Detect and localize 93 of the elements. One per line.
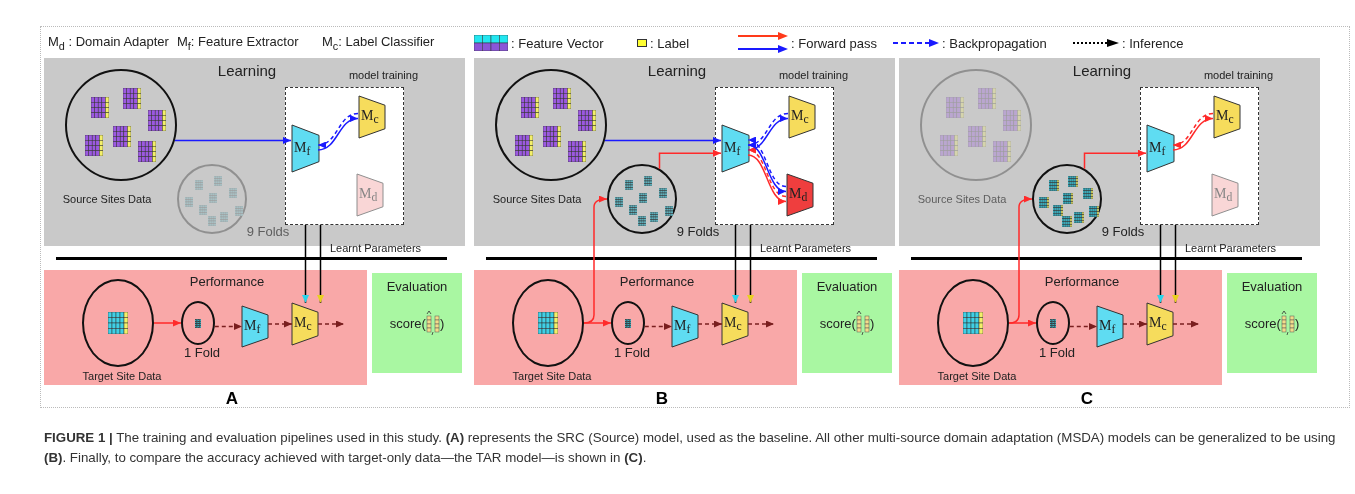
arrow: [747, 224, 754, 304]
panel-letter: B: [654, 389, 670, 409]
legend-text: : Backpropagation: [942, 35, 1047, 51]
legend-text: : Label: [650, 35, 690, 51]
legend-text: : Feature Vector: [511, 35, 604, 51]
arrow: [1172, 224, 1179, 304]
legend-text: M$_{c}$: Label Classifier: [322, 34, 435, 52]
arrow: [747, 154, 787, 204]
parameter-label: Learnt Parameters: [330, 242, 422, 254]
dashed-arrow: [214, 323, 243, 330]
model-symbol: M$_{c}$: [724, 314, 742, 334]
legend-text: : Inference: [1122, 35, 1184, 51]
arrow: [1083, 149, 1147, 170]
section-panel: [474, 270, 797, 385]
section-panel: [899, 58, 1320, 246]
score-text: score(: [389, 315, 426, 331]
model-symbol: M$_{c}$: [361, 107, 379, 127]
circle-caption: Source Sites Data: [916, 193, 1008, 205]
arrow: [1008, 319, 1037, 327]
panel-letter: C: [1079, 389, 1095, 409]
dashed-arrow: [644, 323, 673, 330]
arrow: [1157, 224, 1164, 304]
score-text: ): [439, 315, 445, 331]
legend-text: M$_{d}$ : Domain Adapter: [48, 34, 169, 52]
arrow: [732, 224, 739, 304]
panel-title: Evaluation: [386, 279, 448, 294]
legend-text: : Forward pass: [791, 35, 877, 51]
dashed-arrow: [747, 320, 775, 328]
section-panel: [44, 270, 367, 385]
circle-caption: 9 Folds: [245, 224, 291, 239]
model-symbol: M$_{f}$: [1149, 139, 1166, 158]
arrow: [658, 149, 722, 170]
model-symbol: M$_{c}$: [791, 107, 809, 127]
model-symbol: M$_{d}$: [359, 185, 378, 205]
model-symbol: M$_{f}$: [674, 317, 691, 336]
panel-title: Evaluation: [1241, 279, 1303, 294]
dashed-arrow: [747, 138, 787, 188]
panel-title: Learning: [216, 62, 278, 79]
panel-letter: A: [224, 389, 240, 409]
circle-caption: 1 Fold: [182, 345, 222, 360]
model-symbol: M$_{f}$: [724, 139, 741, 158]
circle-caption: 9 Folds: [1100, 224, 1146, 239]
section-panel: [44, 58, 465, 246]
parameter-label: Learnt Parameters: [1185, 242, 1277, 254]
circle-caption: Target Site Data: [81, 370, 163, 382]
score-text: ): [869, 315, 875, 331]
model-symbol: M$_{c}$: [294, 314, 312, 334]
evaluation-panel: [372, 273, 462, 373]
score-text: score(: [819, 315, 856, 331]
legend-text: M$_{f}$: Feature Extractor: [177, 34, 299, 52]
circle-caption: Source Sites Data: [61, 193, 153, 205]
circle-caption: 9 Folds: [675, 224, 721, 239]
parameter-label: Learnt Parameters: [760, 242, 852, 254]
circle-caption: Target Site Data: [511, 370, 593, 382]
circle-caption: 1 Fold: [1037, 345, 1077, 360]
model-symbol: M$_{c}$: [1216, 107, 1234, 127]
section-panel: [899, 270, 1222, 385]
arrow: [604, 136, 722, 144]
model-symbol: M$_{f}$: [1099, 317, 1116, 336]
box-title: model training: [778, 69, 848, 81]
box-title: model training: [1203, 69, 1273, 81]
score-text: score(: [1244, 315, 1281, 331]
arrow: [302, 224, 309, 304]
evaluation-panel: [802, 273, 892, 373]
dashed-arrow: [267, 320, 293, 328]
dashed-arrow: [697, 320, 723, 328]
dashed-arrow: [1069, 323, 1098, 330]
model-symbol: M$_{c}$: [1149, 314, 1167, 334]
panel-title: Learning: [646, 62, 708, 79]
evaluation-panel: [1227, 273, 1317, 373]
figure-caption: FIGURE 1 | The training and evaluation pipelines used in this study. (A) represents the SRC (Source) model, used as the baseline. All other multi-source domain adaptation (MSDA) models can be generalized to be using (B). Finally, to compare the accuracy achieved with target-only data—the TAR model—is shown in (C).: [44, 429, 1337, 467]
score-text: ): [1294, 315, 1300, 331]
circle-caption: Source Sites Data: [491, 193, 583, 205]
arrow: [174, 136, 292, 144]
circle-caption: 1 Fold: [612, 345, 652, 360]
box-title: model training: [348, 69, 418, 81]
panel-title: Performance: [1043, 274, 1121, 289]
panel-title: Performance: [188, 274, 266, 289]
dashed-arrow: [1122, 320, 1148, 328]
arrow: [317, 224, 324, 304]
dashed-arrow: [1172, 320, 1200, 328]
panel-title: Evaluation: [816, 279, 878, 294]
arrow: [583, 319, 612, 327]
panel-title: Performance: [618, 274, 696, 289]
arrow: [153, 319, 182, 327]
model-symbol: M$_{f}$: [244, 317, 261, 336]
dashed-arrow: [317, 320, 345, 328]
section-panel: [474, 58, 895, 246]
circle-caption: Target Site Data: [936, 370, 1018, 382]
model-symbol: M$_{d}$: [1214, 185, 1233, 205]
panel-title: Learning: [1071, 62, 1133, 79]
model-symbol: M$_{d}$: [789, 185, 808, 205]
model-symbol: M$_{f}$: [294, 139, 311, 158]
